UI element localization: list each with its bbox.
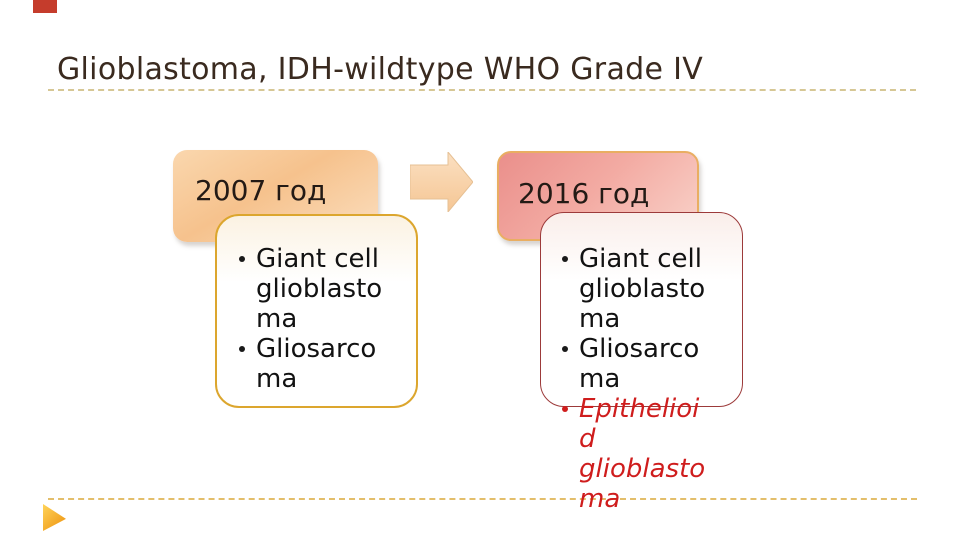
- year-label-2016: 2016 год: [518, 177, 650, 210]
- top-dashed-rule: [48, 89, 916, 91]
- list-card-2007: [215, 214, 418, 408]
- list-card-2016: [540, 212, 743, 407]
- corner-triangle-icon: [43, 504, 66, 531]
- transition-arrow-icon: [409, 150, 474, 214]
- bottom-dashed-rule: [48, 498, 917, 500]
- list-item-emphasis: Epithelioi d glioblasto ma: [553, 394, 718, 514]
- slide-title: Glioblastoma, IDH-wildtype WHO Grade IV: [57, 52, 704, 87]
- list-item: Gliosarco ma: [553, 334, 718, 394]
- corner-tab-icon: [33, 0, 57, 13]
- list-item: Giant cell glioblasto ma: [230, 244, 390, 334]
- bullet-list-2007: Giant cell glioblasto ma Gliosarco ma: [230, 244, 390, 394]
- bullet-list-2016: Giant cell glioblasto ma Gliosarco ma Ep…: [553, 244, 718, 514]
- list-item: Giant cell glioblasto ma: [553, 244, 718, 334]
- list-item: Gliosarco ma: [230, 334, 390, 394]
- year-label-2007: 2007 год: [195, 174, 327, 207]
